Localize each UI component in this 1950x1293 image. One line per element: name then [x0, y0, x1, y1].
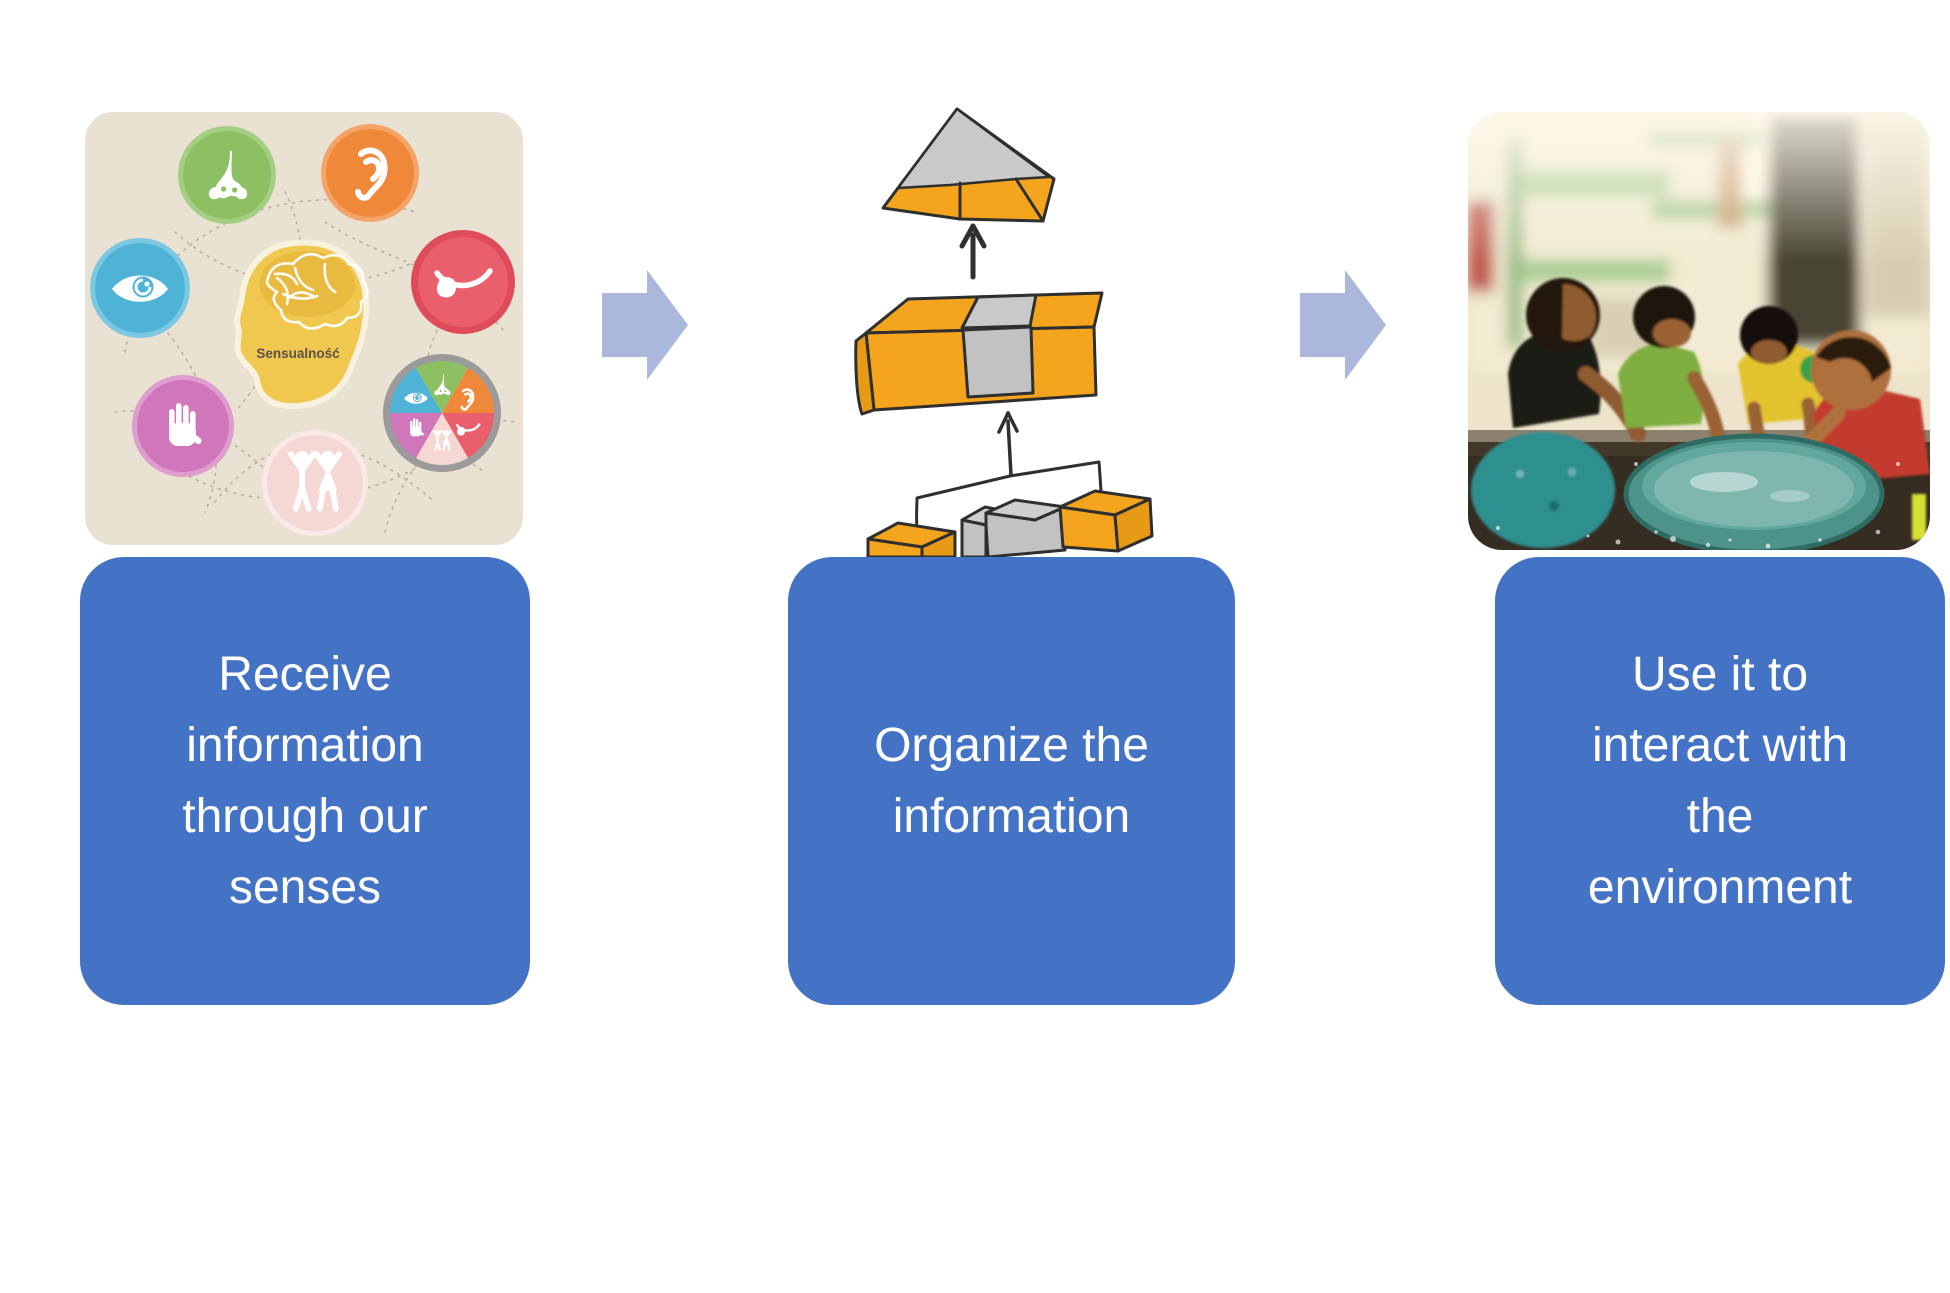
- child-second: [1618, 286, 1726, 449]
- photo-light-flare: [1468, 112, 1930, 262]
- middle-block-bar: [854, 291, 1104, 416]
- step-label-line: interact with: [1591, 719, 1849, 772]
- pyramid-cap: [881, 107, 1056, 223]
- step-label-line: through our: [182, 790, 428, 843]
- up-arrow-top: [959, 223, 987, 280]
- step-box-organize: Organize the information: [788, 557, 1235, 1005]
- step-box-receive: Receive information through our senses: [80, 557, 530, 1005]
- sense-circle-movement: [262, 430, 368, 536]
- five-senses-image: Sensualność: [85, 112, 523, 545]
- step-label-line: information: [186, 719, 424, 772]
- step-label-line: Receive: [218, 648, 392, 701]
- sense-circle-hearing: [321, 124, 419, 222]
- head-silhouette: Sensualność: [234, 239, 370, 410]
- pyramid-blocks-sketch: [854, 107, 1154, 557]
- step-label-line: Use it to: [1631, 648, 1809, 701]
- water-basin: [1623, 433, 1885, 550]
- step-label-line: environment: [1587, 861, 1853, 914]
- step-label-line: senses: [228, 861, 382, 914]
- child-left: [1471, 278, 1646, 548]
- flow-arrow-icon: [1300, 270, 1386, 380]
- bottom-cubes: [866, 489, 1154, 557]
- brain-shading: [259, 251, 355, 317]
- sense-circle-sight: [90, 238, 190, 338]
- sense-circle-taste: [411, 230, 515, 334]
- flow-arrow-icon: [602, 270, 688, 380]
- up-arrow-bottom: [997, 411, 1019, 477]
- brain-scribble: [265, 252, 369, 330]
- senses-wheel: [383, 354, 501, 472]
- children-water-basin-photo: [1468, 112, 1930, 550]
- ground-speckles: [1496, 462, 1900, 549]
- sense-circle-smell: [178, 126, 276, 224]
- senses-caption: Sensualność: [256, 346, 340, 361]
- step-label-line: information: [892, 790, 1131, 843]
- step-label-line: Organize the: [874, 719, 1149, 772]
- step-label-line: the: [1686, 790, 1754, 843]
- sense-circle-touch: [132, 375, 234, 477]
- step-box-use: Use it to interact with the environment: [1495, 557, 1945, 1005]
